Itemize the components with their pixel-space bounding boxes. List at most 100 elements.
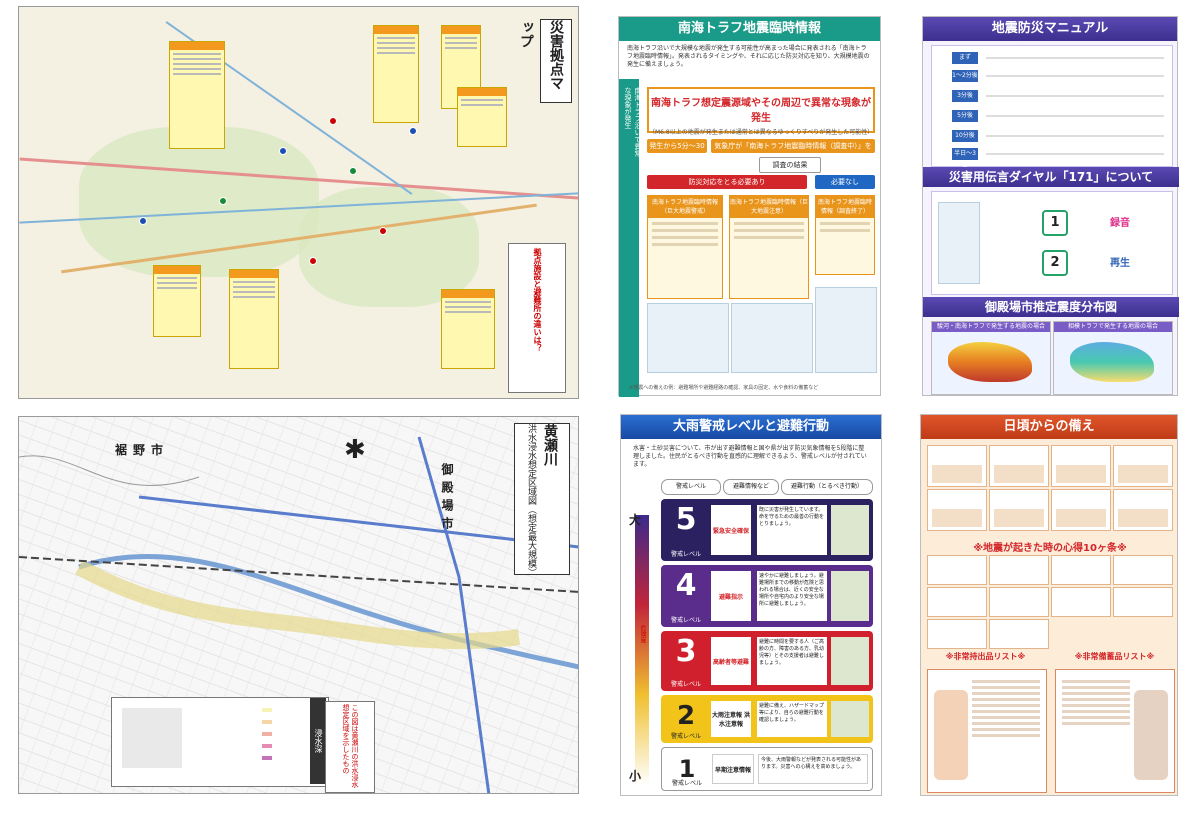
record-label: 録音 bbox=[1110, 218, 1130, 229]
facility-callout bbox=[229, 269, 279, 369]
heavy-rain-level-poster: 大雨警戒レベルと避難行動 水害・土砂災害について、市が出す避難情報と国や県が出す… bbox=[620, 414, 882, 796]
alert-box: 南海トラフ想定震源域やその周辺で異常な現象が発生 （M6.8以上の地震が発生また… bbox=[647, 87, 875, 136]
level-sublabel: 警戒レベル bbox=[670, 551, 701, 558]
japan-map-illustration bbox=[815, 287, 877, 373]
tip-card bbox=[989, 489, 1049, 531]
facility-callout bbox=[373, 25, 419, 123]
poster-title: 大雨警戒レベルと避難行動 bbox=[621, 415, 881, 439]
legend-swatch bbox=[262, 744, 272, 748]
intensity-map-title: 御殿場市推定震度分布図 bbox=[923, 297, 1179, 317]
map-title: 黄瀬川 bbox=[542, 424, 558, 466]
boundary-line bbox=[19, 455, 200, 486]
rule-card bbox=[1051, 587, 1111, 617]
map-pin bbox=[139, 217, 147, 225]
map-title-box: 洪水浸水想定区域図（想定最大規模） 黄瀬川 bbox=[514, 423, 570, 577]
rule-card bbox=[989, 587, 1049, 617]
expressway-line bbox=[138, 495, 578, 549]
level-action: 既に災害が発生しています。命を守るための最善の行動をとりましょう。 bbox=[757, 505, 827, 555]
nankai-trough-poster: 南海トラフ地震臨時情報 南海トラフ沿いで大規模な地震が発生する可能性が高まった場… bbox=[618, 16, 881, 397]
daily-preparedness-poster: 日頃からの備え ※地震が起きた時の心得10ヶ条※ ※非常持出品リスト※ ※非常備… bbox=[920, 414, 1178, 796]
map-pin bbox=[349, 167, 357, 175]
list1-title: ※非常持出品リスト※ bbox=[945, 652, 1026, 661]
intensity-map: 相模トラフで発生する地震の場合 bbox=[1053, 321, 1173, 395]
rule-card bbox=[989, 619, 1049, 649]
tip-card bbox=[927, 445, 987, 487]
poster-footer: ※地震への備えの例：避難場所や避難経路の確認、家具の固定、水や食料の備蓄など bbox=[629, 385, 819, 391]
level-action: 速やかに避難しましょう。避難場所までの移動が危険と思われる場合は、近くの安全な場… bbox=[757, 571, 827, 621]
level-sublabel: 警戒レベル bbox=[671, 780, 702, 787]
poster-title: 地震防災マニュアル bbox=[923, 17, 1177, 41]
note-title: 拠点施設と避難所の違いは？ bbox=[533, 248, 542, 352]
compass-icon: ✱ bbox=[344, 435, 366, 465]
list2-title: ※非常備蓄品リスト※ bbox=[1074, 652, 1155, 661]
map-pin bbox=[279, 147, 287, 155]
danger-gradient-bar bbox=[635, 515, 649, 785]
result-label: 調査の結果 bbox=[759, 157, 821, 173]
side-label: 南海トラフ沿いで異常な現象が発生 bbox=[624, 87, 642, 157]
map-subtitle: 洪水浸水想定区域図（想定最大規模） bbox=[526, 424, 536, 577]
backpack-illustration bbox=[934, 690, 968, 780]
tip-card bbox=[1113, 445, 1173, 487]
river-route-svg bbox=[19, 436, 578, 793]
facility-callout bbox=[441, 289, 495, 369]
info-card: 南海トラフ地震臨時情報（調査終了） bbox=[815, 195, 875, 275]
poster-lead: 南海トラフ沿いで大規模な地震が発生する可能性が高まった場合に発表される「南海トラ… bbox=[627, 45, 870, 68]
tip-card bbox=[927, 489, 987, 531]
rule-card bbox=[1113, 555, 1173, 585]
level-illustration bbox=[831, 505, 869, 555]
step-label: 5分後 bbox=[952, 110, 978, 122]
header-cell: 避難行動（とるべき行動） bbox=[781, 479, 873, 495]
dial-button-2: 2 bbox=[1042, 250, 1068, 276]
supplies-illustration bbox=[1134, 690, 1168, 780]
need-label: 防災対応をとる必要あり bbox=[647, 175, 807, 189]
facility-callout bbox=[169, 41, 225, 149]
info-card: 南海トラフ地震臨時情報（巨大地震注意） bbox=[729, 195, 809, 299]
rule-card bbox=[1113, 587, 1173, 617]
facility-callout bbox=[457, 87, 507, 147]
level-action: 今後、大雨警報などが発表される可能性があります。災害への心構えを高めましょう。 bbox=[758, 754, 868, 784]
level-illustration bbox=[831, 571, 869, 621]
river-line bbox=[78, 553, 578, 670]
level-info: 避難指示 bbox=[711, 571, 751, 621]
city-label: 裾野市 bbox=[115, 443, 170, 457]
side-bar bbox=[619, 79, 639, 397]
level-row: 2 警戒レベル 大雨注意報 洪水注意報 避難に備え、ハザードマップ等により、自ら… bbox=[661, 695, 873, 743]
legend-swatch bbox=[262, 708, 272, 712]
map-pin bbox=[379, 227, 387, 235]
poster-title: 日頃からの備え bbox=[921, 415, 1177, 439]
map-pin bbox=[409, 127, 417, 135]
level-sublabel: 警戒レベル bbox=[670, 733, 701, 740]
intensity-map: 駿河・南海トラフで発生する地震の場合 bbox=[931, 321, 1051, 395]
disaster-base-map: 御殿場市 災害拠点マップ 拠点施設と避難所の違いは？ bbox=[18, 6, 579, 399]
card-title: 南海トラフ地震臨時情報（巨大地震警戒） bbox=[648, 196, 722, 218]
poster-lead: 水害・土砂災害について、市が出す避難情報と国や県が出す防災気象情報を5段階に整理… bbox=[633, 445, 867, 468]
level-info: 緊急安全確保 bbox=[711, 505, 751, 555]
earthquake-manual-poster: 地震防災マニュアル まず 1〜2分後 3分後 5分後 10分後 半日〜3日 災害… bbox=[922, 16, 1179, 396]
step-label: まず bbox=[952, 52, 978, 64]
city-label: 御殿場市 bbox=[440, 463, 454, 535]
note-title: この図は黄瀬川の洪水浸水想定区域を示したもの bbox=[342, 704, 359, 788]
map-pin bbox=[219, 197, 227, 205]
header-cell: 避難情報など bbox=[723, 479, 779, 495]
dial-button-1: 1 bbox=[1042, 210, 1068, 236]
level-number: 3 bbox=[675, 634, 697, 669]
level-row: 4 警戒レベル 避難指示 速やかに避難しましょう。避難場所までの移動が危険と思わ… bbox=[661, 565, 873, 627]
rule-card bbox=[927, 587, 987, 617]
alert-subtitle: （M6.8以上の地震が発生または通常とは異なるゆっくりすべりが発生した可能性） bbox=[649, 129, 874, 136]
alert-title: 南海トラフ想定震源域やその周辺で異常な現象が発生 bbox=[651, 98, 871, 124]
map-caption: 駿河・南海トラフで発生する地震の場合 bbox=[932, 322, 1050, 332]
legend-swatch bbox=[262, 720, 272, 724]
level-number: 4 bbox=[675, 568, 697, 603]
dial-section: 1 2 録音 再生 bbox=[931, 191, 1173, 295]
flood-hazard-map: 裾野市 御殿場市 ✱ 洪水浸水想定区域図（想定最大規模） 黄瀬川 浸水深 この図… bbox=[18, 416, 579, 794]
level-info: 高齢者等避難 bbox=[711, 637, 751, 685]
header-cell: 警戒レベル bbox=[661, 479, 721, 495]
map-title: 御殿場市 災害拠点マップ bbox=[518, 19, 572, 103]
level-number: 5 bbox=[675, 502, 697, 537]
phone-illustration bbox=[938, 202, 980, 284]
level-number: 1 bbox=[678, 755, 696, 783]
level-sublabel: 警戒レベル bbox=[670, 617, 701, 624]
rules-title: ※地震が起きた時の心得10ヶ条※ bbox=[973, 543, 1127, 554]
play-label: 再生 bbox=[1110, 258, 1130, 269]
map-caption: 相模トラフで発生する地震の場合 bbox=[1054, 322, 1172, 332]
